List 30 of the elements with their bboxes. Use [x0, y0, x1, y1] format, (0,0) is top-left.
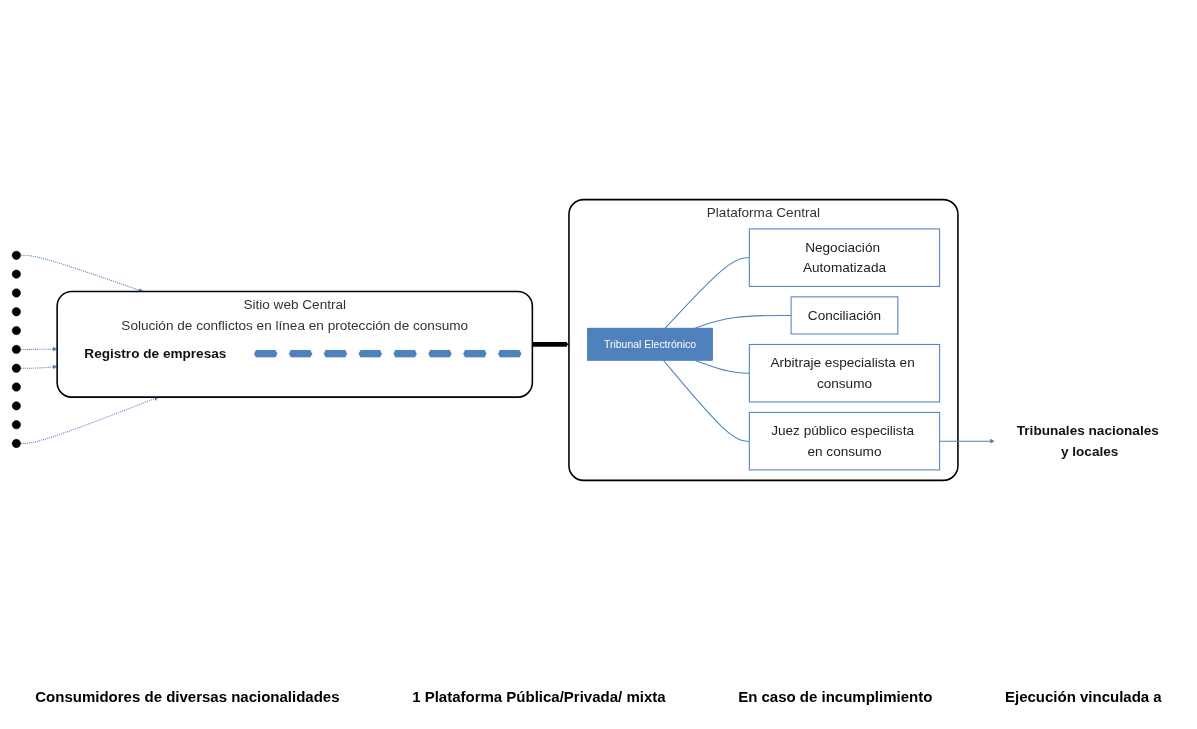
node-circle: [11, 306, 21, 316]
node-text: Registro de empresas: [84, 345, 227, 361]
node-circle: [11, 419, 21, 429]
node-circle: [11, 382, 21, 391]
connector: [664, 256, 750, 329]
arrow: [939, 438, 995, 443]
arrow: [20, 395, 159, 444]
node-box: Juez público especilista en consumo: [748, 411, 941, 470]
node-box: Negociación Automatizada: [748, 227, 941, 287]
node-box: Tribunal Electrónico: [587, 327, 713, 361]
node-circle: [11, 325, 21, 335]
connector: [663, 359, 750, 442]
node-circle: [11, 250, 21, 260]
arrow: [20, 364, 58, 369]
note-text: 1 Plataforma Pública/Privada/ mixta: [412, 687, 666, 705]
node-box: Conciliación: [790, 295, 899, 334]
note-text: Ejecución vinculada a: [1004, 687, 1162, 705]
node-circle: [11, 288, 21, 297]
node-circle: [11, 438, 21, 448]
arrow: [20, 254, 144, 292]
node-text: Tribunales nacionales y locales: [1016, 422, 1159, 459]
arrow: [532, 341, 570, 347]
arrow: [20, 346, 58, 351]
node-circle: [11, 363, 21, 373]
node-circle: [11, 269, 21, 279]
node-circle: [11, 400, 21, 410]
node-circle: [11, 344, 21, 354]
note-text: En caso de incumplimiento: [738, 687, 933, 705]
note-text: Consumidores de diversas nacionalidades: [35, 687, 340, 705]
node-box: Arbitraje especialista en consumo: [748, 343, 941, 402]
